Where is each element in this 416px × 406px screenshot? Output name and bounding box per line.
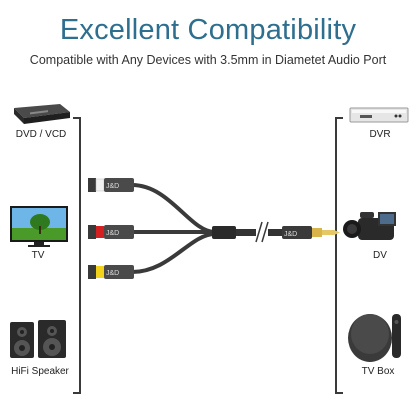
device-label-dvd: DVD / VCD xyxy=(15,129,67,140)
device-label-speaker: HiFi Speaker xyxy=(11,366,69,377)
speaker-icon xyxy=(10,320,66,358)
page-title: Excellent Compatibility xyxy=(59,14,357,46)
dvd-player-icon xyxy=(14,104,70,124)
left-bracket xyxy=(73,117,81,394)
tv-box-icon xyxy=(348,314,401,362)
rca-connector-yellow: J&D xyxy=(88,265,134,279)
camcorder-icon xyxy=(343,212,396,240)
plug-brand: J&D xyxy=(284,231,297,238)
page-subtitle: Compatible with Any Devices with 3.5mm i… xyxy=(29,53,387,67)
tv-icon xyxy=(10,206,68,247)
rca-brand-3: J&D xyxy=(106,270,119,277)
device-label-tv-box: TV Box xyxy=(361,366,395,377)
rca-connector-red: J&D xyxy=(88,225,134,239)
audio-cable xyxy=(131,183,340,274)
rca-connector-white: J&D xyxy=(88,178,134,192)
rca-brand-2: J&D xyxy=(106,230,119,237)
device-label-dvr: DVR xyxy=(369,129,391,140)
device-label-dv: DV xyxy=(373,250,387,261)
device-label-tv: TV xyxy=(31,250,45,261)
dvr-icon xyxy=(349,107,409,123)
rca-brand-1: J&D xyxy=(106,183,119,190)
right-bracket xyxy=(335,117,343,394)
